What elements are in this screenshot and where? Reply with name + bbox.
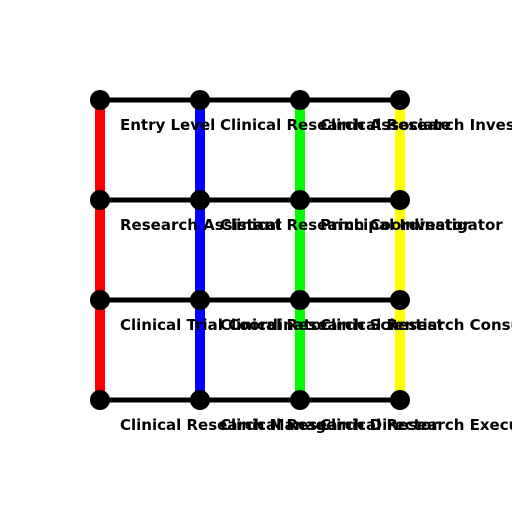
node-label-c3-r2: Principal Investigator bbox=[320, 216, 503, 234]
node-c4-r4 bbox=[390, 390, 410, 410]
node-label-c1-r4: Clinical Research Manager bbox=[120, 416, 344, 434]
node-label-c3-r4: Clinical Research Executive bbox=[320, 416, 512, 434]
node-label-c1-r1: Entry Level bbox=[120, 116, 215, 134]
column-lines bbox=[95, 100, 405, 400]
node-c4-r2 bbox=[390, 190, 410, 210]
node-c3-r3 bbox=[290, 290, 310, 310]
node-label-c2-r1: Clinical Research Associate bbox=[220, 116, 451, 134]
node-c3-r1 bbox=[290, 90, 310, 110]
node-c2-r1 bbox=[190, 90, 210, 110]
node-c4-r3 bbox=[390, 290, 410, 310]
node-c2-r4 bbox=[190, 390, 210, 410]
node-label-c2-r2: Clinical Research Coordinator bbox=[220, 216, 471, 234]
nodes bbox=[90, 90, 410, 410]
node-c1-r1 bbox=[90, 90, 110, 110]
node-c2-r2 bbox=[190, 190, 210, 210]
node-c3-r4 bbox=[290, 390, 310, 410]
node-label-c2-r3: Clinical Research Scientist bbox=[220, 316, 444, 334]
node-label-c3-r1: Clinical Research Investigator bbox=[320, 116, 512, 134]
node-label-c3-r3: Clinical Research Consultant bbox=[320, 316, 512, 334]
node-label-c1-r2: Research Assistant bbox=[120, 216, 282, 234]
node-c1-r3 bbox=[90, 290, 110, 310]
node-c1-r2 bbox=[90, 190, 110, 210]
node-c2-r3 bbox=[190, 290, 210, 310]
node-c3-r2 bbox=[290, 190, 310, 210]
node-c1-r4 bbox=[90, 390, 110, 410]
node-c4-r1 bbox=[390, 90, 410, 110]
node-label-c2-r4: Clinical Research Director bbox=[220, 416, 439, 434]
row-lines bbox=[100, 97, 400, 403]
node-label-c1-r3: Clinical Trial Coordinator bbox=[120, 316, 329, 334]
